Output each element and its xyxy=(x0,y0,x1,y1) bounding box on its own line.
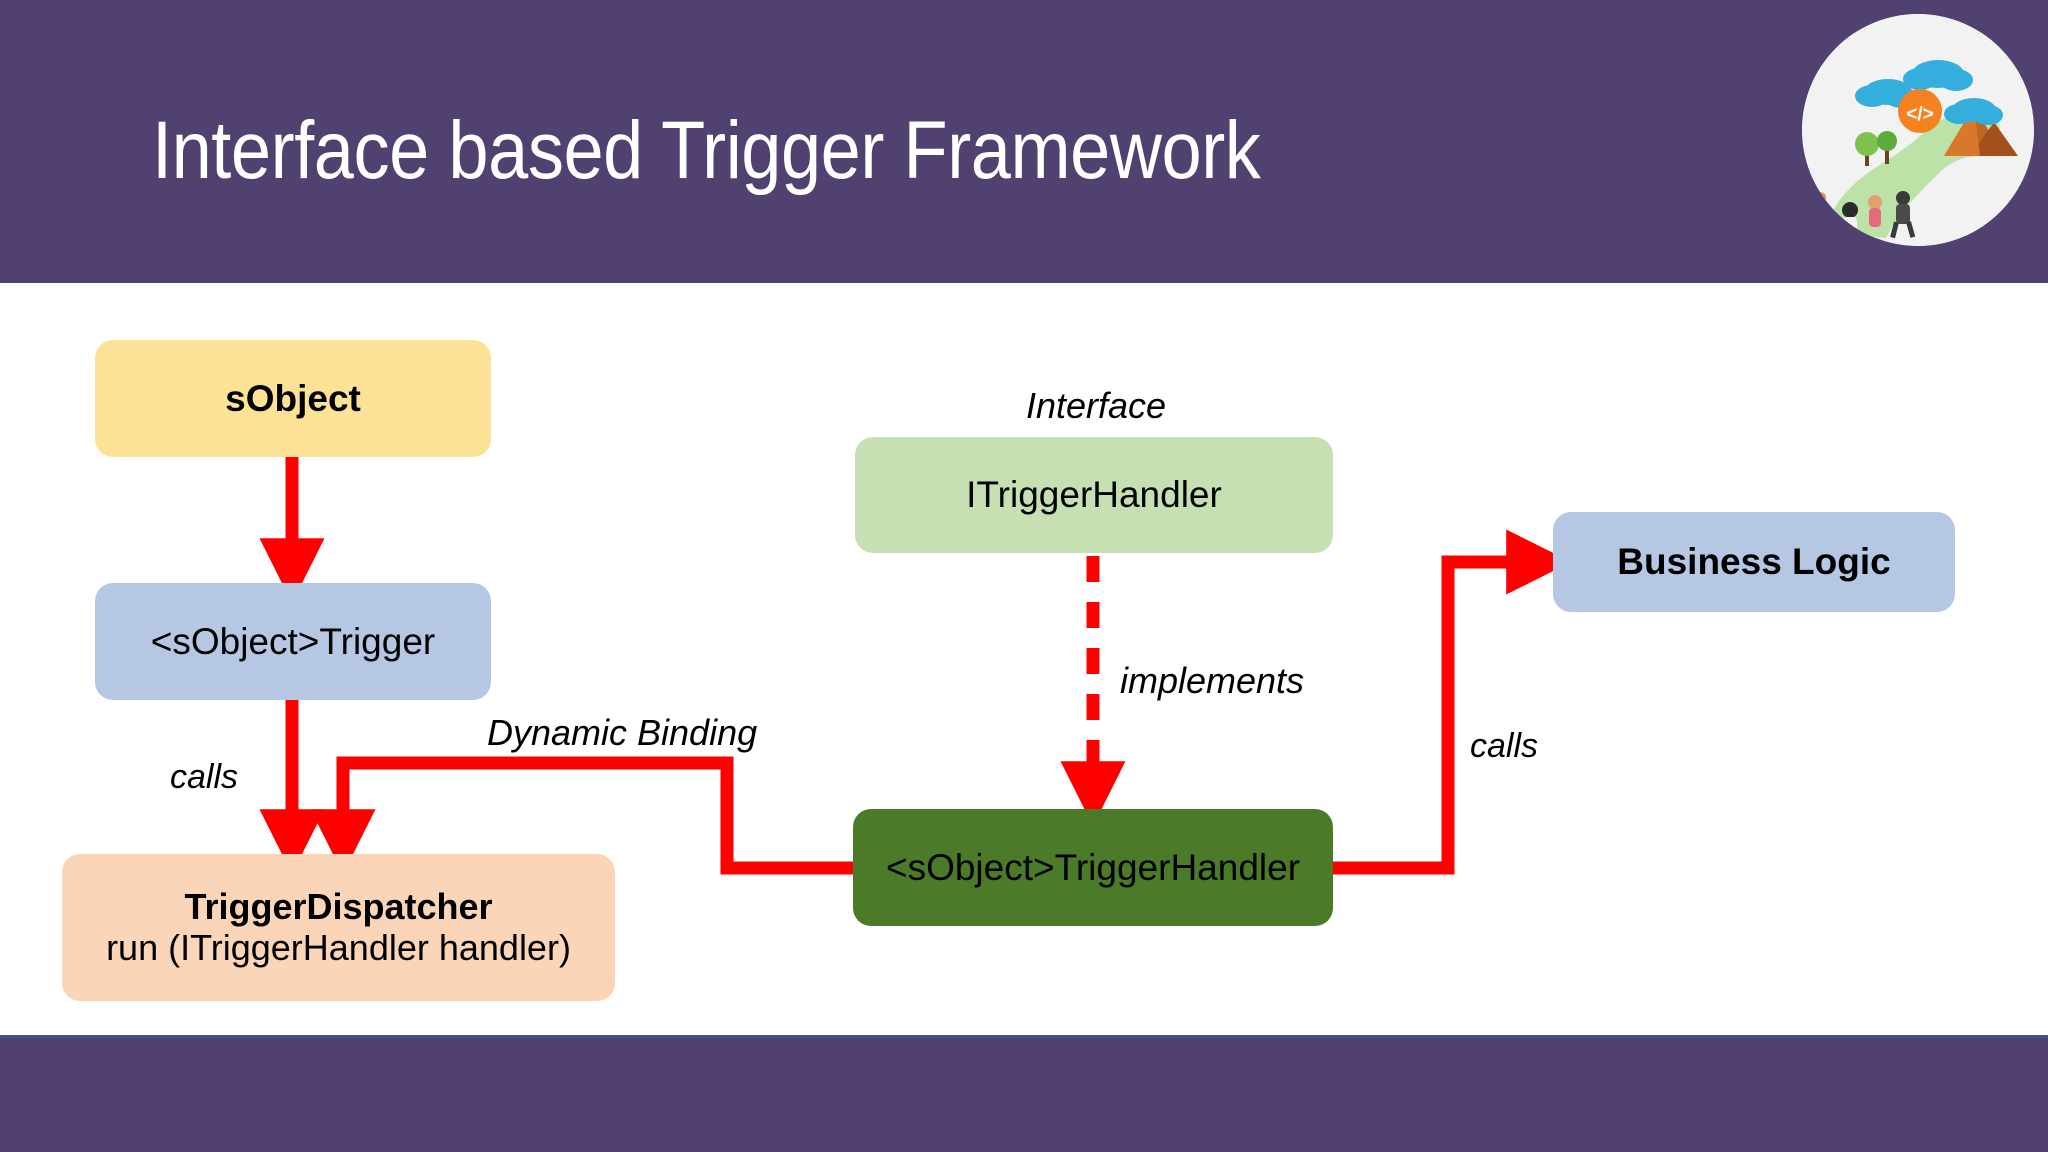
node-trigger-dispatcher-sublabel: run (ITriggerHandler handler) xyxy=(106,926,571,968)
node-business-logic[interactable]: Business Logic xyxy=(1553,512,1955,612)
node-trigger-dispatcher-label: TriggerDispatcher xyxy=(184,886,493,928)
node-trigger-dispatcher[interactable]: TriggerDispatcher run (ITriggerHandler h… xyxy=(62,854,615,1001)
node-itriggerhandler-label: ITriggerHandler xyxy=(966,474,1222,516)
node-sobject[interactable]: sObject xyxy=(95,340,491,457)
svg-text:</>: </> xyxy=(1906,104,1933,125)
edge-label-calls-right: calls xyxy=(1470,727,1539,765)
edge-label-implements: implements xyxy=(1120,660,1305,701)
edge-label-dynamic-binding: Dynamic Binding xyxy=(487,712,758,753)
logo-illustration: </> xyxy=(1802,14,2034,246)
edge-handler-to-business-logic xyxy=(1333,529,1572,875)
caption-interface: Interface xyxy=(1026,385,1167,426)
page-title: Interface based Trigger Framework xyxy=(152,105,1261,196)
node-sobject-triggerhandler[interactable]: <sObject>TriggerHandler xyxy=(853,809,1333,926)
edge-handler-to-dispatcher xyxy=(310,756,853,875)
node-sobject-trigger-label: <sObject>Trigger xyxy=(150,620,436,662)
slide-header-bar xyxy=(0,0,2048,283)
slide-footer-bar xyxy=(0,1035,2048,1152)
node-business-logic-label: Business Logic xyxy=(1617,541,1891,583)
node-sobject-label: sObject xyxy=(225,377,361,419)
edge-label-calls-left: calls xyxy=(170,758,239,796)
node-sobject-triggerhandler-label: <sObject>TriggerHandler xyxy=(885,846,1301,888)
trailhead-logo: </> xyxy=(1802,14,2034,246)
node-itriggerhandler[interactable]: ITriggerHandler xyxy=(855,437,1333,553)
node-sobject-trigger[interactable]: <sObject>Trigger xyxy=(95,583,491,700)
